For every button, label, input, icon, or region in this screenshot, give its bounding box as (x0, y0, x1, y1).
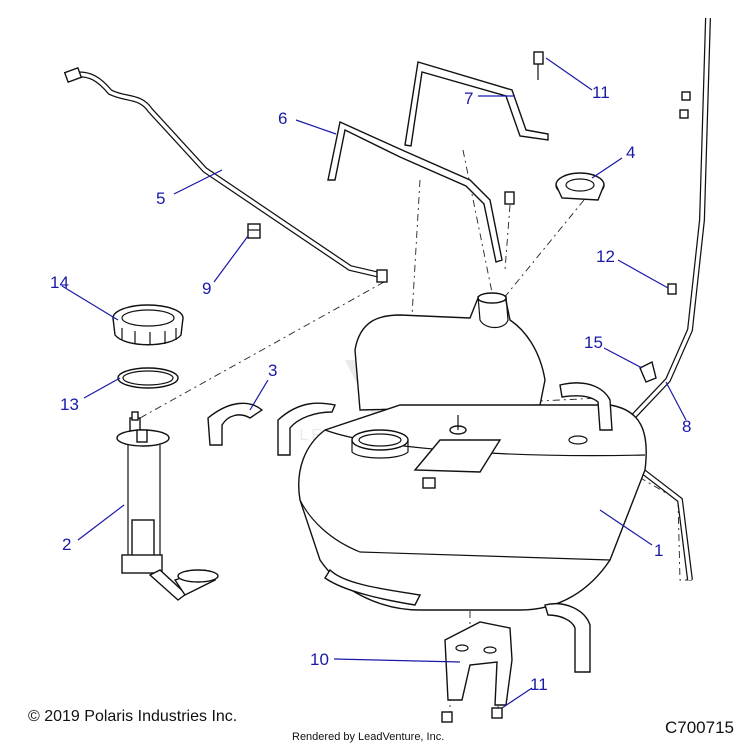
callouts: 1 2 3 4 5 6 7 8 9 10 11 11 12 13 14 15 (50, 83, 691, 694)
lock-ring-part-14 (112, 304, 184, 346)
clip-part-15 (639, 360, 657, 383)
callout-10: 10 (310, 650, 329, 669)
vent-line-part-8 (624, 17, 711, 581)
callout-3: 3 (268, 361, 277, 380)
callout-13: 13 (60, 395, 79, 414)
strap-part-6 (327, 121, 503, 263)
strap-part-3 (207, 402, 336, 456)
strap-lower (544, 382, 613, 673)
strap-part-7 (404, 61, 549, 147)
rendered-by-text: Rendered by LeadVenture, Inc. (292, 731, 445, 743)
fuel-pump-part-2 (116, 411, 219, 601)
diagram-code: C700715 (664, 718, 734, 737)
callout-9: 9 (202, 279, 211, 298)
callout-7: 7 (464, 89, 473, 108)
callout-6: 6 (278, 109, 287, 128)
fuel-tank-part-1 (298, 292, 647, 611)
bolt-part-11 (441, 51, 544, 723)
callout-2: 2 (62, 535, 71, 554)
callout-11-top: 11 (592, 83, 610, 102)
callout-8: 8 (682, 417, 691, 436)
bracket-part-10 (444, 621, 513, 706)
leader-lines (61, 57, 687, 709)
callout-11-bottom: 11 (530, 675, 548, 694)
fitting-part-9 (247, 223, 261, 239)
callout-5: 5 (156, 189, 165, 208)
copyright-text: © 2019 Polaris Industries Inc. (28, 708, 238, 725)
seal-part-13 (117, 367, 179, 389)
callout-4: 4 (626, 143, 635, 162)
callout-14: 14 (50, 273, 69, 292)
bolts-top-right (667, 91, 691, 295)
callout-1: 1 (654, 541, 663, 560)
callout-12: 12 (596, 247, 615, 266)
fuel-line-part-5 (63, 67, 388, 283)
cap-part-4 (555, 172, 605, 201)
callout-15: 15 (584, 333, 603, 352)
